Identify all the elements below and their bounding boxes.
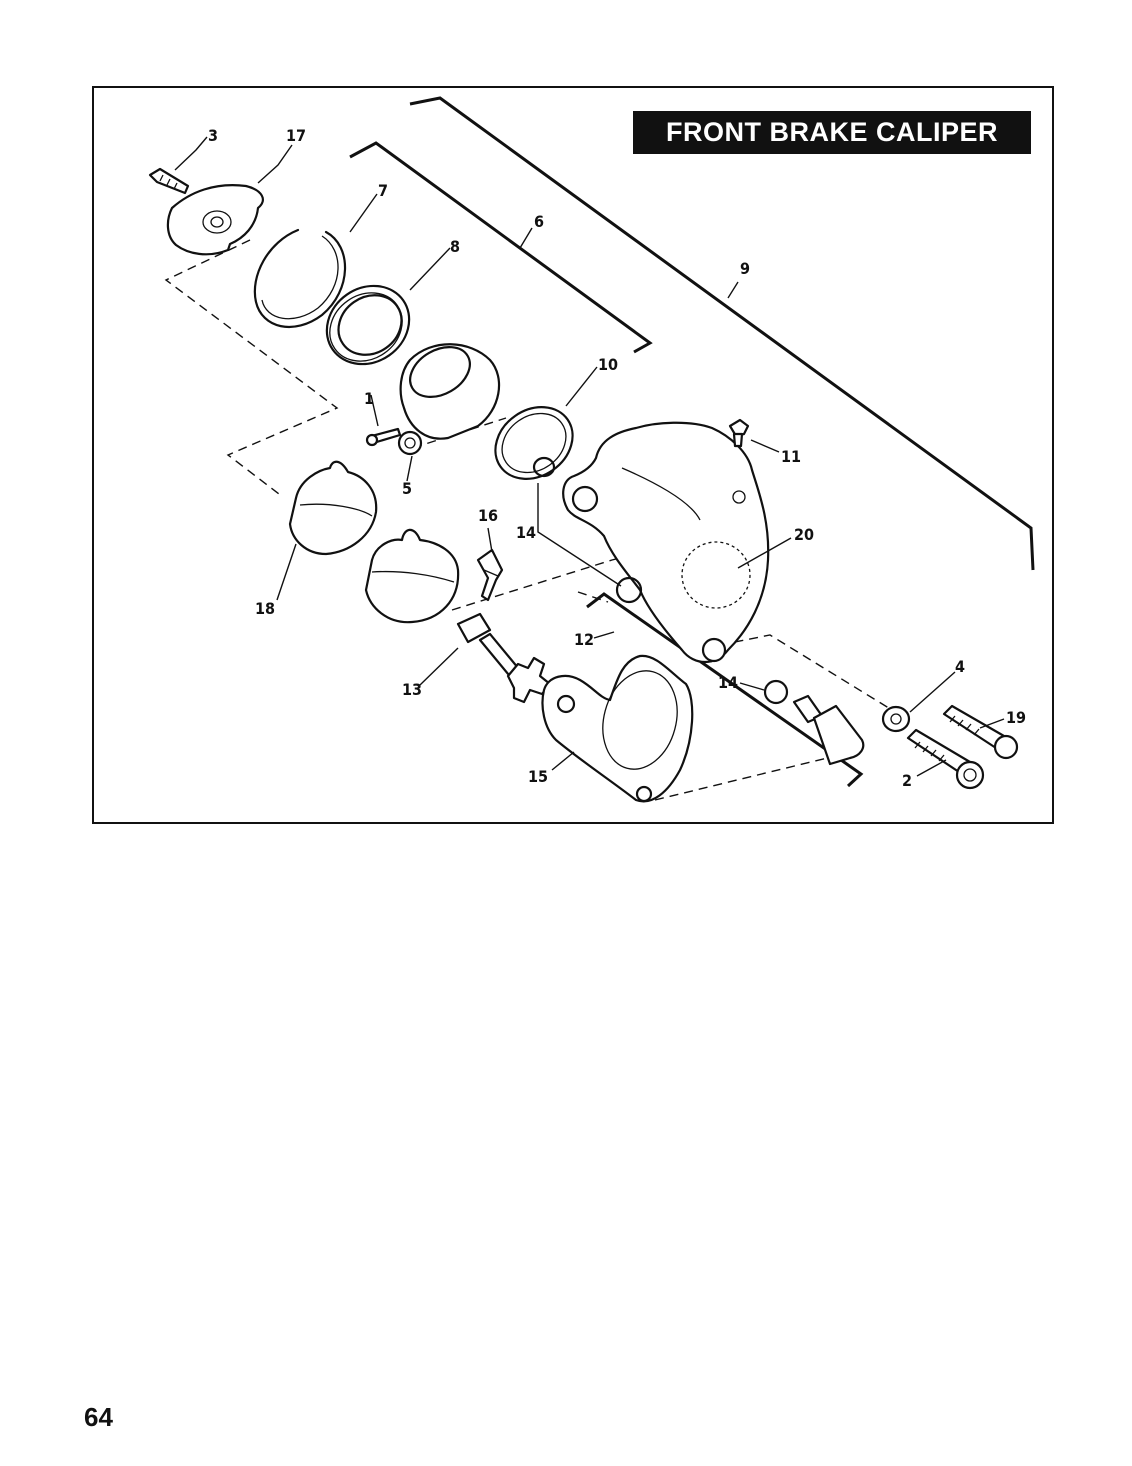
piston bbox=[399, 343, 501, 440]
o-ring-14-upper bbox=[532, 456, 556, 478]
bracket-12 bbox=[586, 592, 864, 788]
callout-7: 7 bbox=[378, 181, 388, 200]
figure-title: FRONT BRAKE CALIPER bbox=[633, 111, 1031, 154]
callout-20: 20 bbox=[794, 525, 814, 544]
callout-3: 3 bbox=[208, 126, 218, 145]
callout-16: 16 bbox=[478, 506, 498, 525]
callout-4: 4 bbox=[955, 657, 965, 676]
bracket-6 bbox=[349, 141, 653, 354]
brake-pads-18 bbox=[288, 460, 460, 624]
piston-seal-8 bbox=[325, 284, 411, 366]
sleeve-pin bbox=[792, 694, 865, 766]
callout-6: 6 bbox=[534, 212, 544, 231]
callout-labels: 1 2 3 4 5 6 7 8 9 10 11 12 13 14 14 15 1… bbox=[208, 126, 1026, 790]
bolt-19 bbox=[942, 704, 1019, 760]
bleeder-11 bbox=[728, 418, 750, 448]
leader-lines bbox=[174, 136, 1005, 777]
callout-8: 8 bbox=[450, 237, 460, 256]
caliper-body-20 bbox=[562, 421, 770, 664]
callout-1: 1 bbox=[364, 389, 374, 408]
figure-frame bbox=[92, 86, 1054, 824]
mounting-bracket-15 bbox=[541, 654, 694, 803]
callout-13: 13 bbox=[402, 680, 422, 699]
retaining-ring-7 bbox=[253, 228, 347, 329]
o-ring-14-lower bbox=[763, 679, 789, 705]
callout-5: 5 bbox=[402, 479, 412, 498]
callout-11: 11 bbox=[781, 447, 801, 466]
callout-9: 9 bbox=[740, 259, 750, 278]
bushing-5 bbox=[397, 430, 423, 456]
callout-2: 2 bbox=[902, 771, 912, 790]
cover-17 bbox=[166, 184, 264, 256]
bleeder-screw-3 bbox=[148, 167, 190, 195]
callout-14-upper: 14 bbox=[516, 523, 536, 542]
page-number: 64 bbox=[84, 1402, 113, 1432]
o-ring-14-middle bbox=[615, 576, 643, 604]
bolt-2 bbox=[906, 728, 985, 790]
callout-12: 12 bbox=[574, 630, 594, 649]
bracket-9 bbox=[409, 96, 1035, 571]
spring-16 bbox=[476, 548, 504, 602]
washer-4 bbox=[881, 705, 911, 733]
callout-15: 15 bbox=[528, 767, 548, 786]
callout-14-lower: 14 bbox=[718, 673, 738, 692]
callout-10: 10 bbox=[598, 355, 618, 374]
callout-17: 17 bbox=[286, 126, 306, 145]
callout-18: 18 bbox=[255, 599, 275, 618]
adjuster-13 bbox=[456, 612, 552, 704]
callout-19: 19 bbox=[1006, 708, 1026, 727]
screw-1 bbox=[365, 427, 402, 447]
